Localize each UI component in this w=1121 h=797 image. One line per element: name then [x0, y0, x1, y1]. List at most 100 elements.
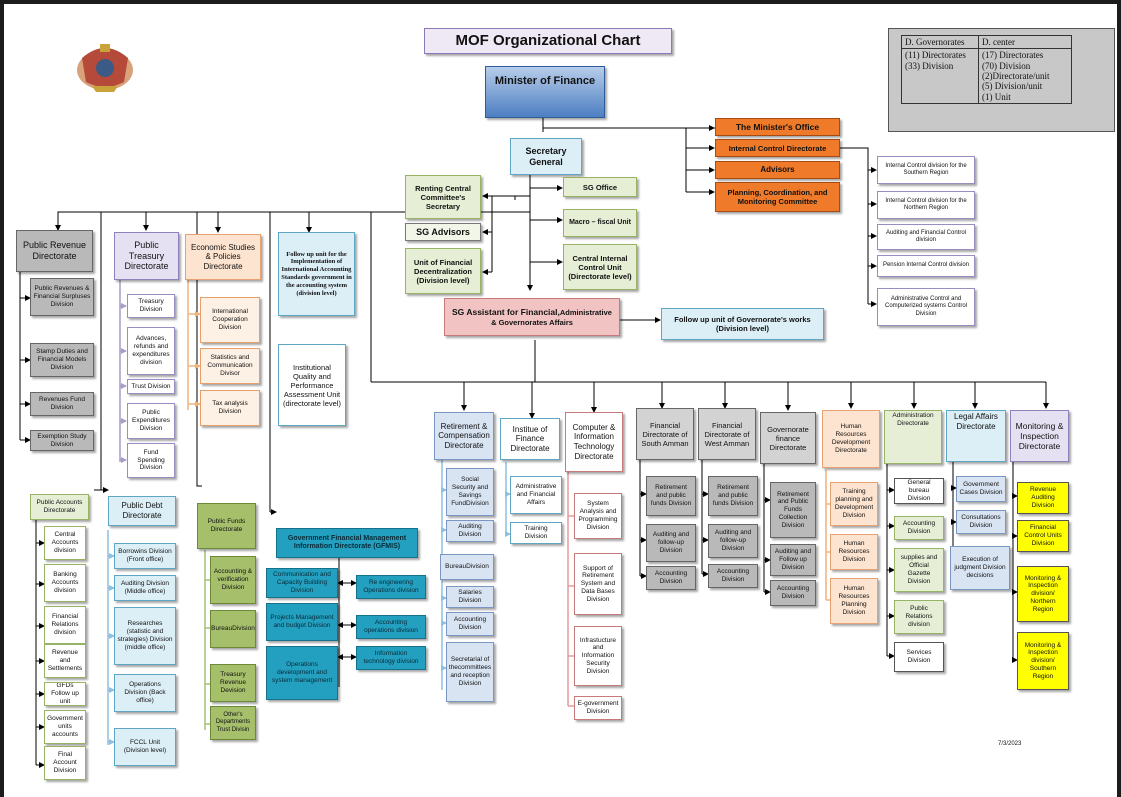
- node-legal: Legal Affairs Directorate: [946, 410, 1006, 462]
- node-internal-control: Internal Control Directorate: [715, 139, 840, 157]
- page-title: MOF Organizational Chart: [424, 28, 672, 54]
- node-if-training: Training Division: [510, 522, 562, 544]
- node-rc-secretarial: Secretarial of thecommittees and recepti…: [446, 642, 494, 702]
- legend-col2-header: D. center: [978, 34, 1072, 50]
- node-public-debt: Public Debt Directorate: [108, 496, 176, 526]
- node-renting-committee: Renting Central Committee's Secretary: [405, 175, 481, 219]
- node-rc-social: Social Security and Savings FundDivision: [446, 468, 494, 516]
- node-pension-control: Pension Internal Control division: [877, 255, 975, 277]
- jordan-emblem-icon: [77, 44, 133, 92]
- node-follow-up-ias: Follow up unit for the Implementation of…: [278, 232, 355, 316]
- node-pd-operations: Operations Division (Back office): [114, 674, 176, 712]
- node-pt-advances: Advances, refunds and expenditures divis…: [127, 327, 175, 375]
- node-ic-southern: Internal Control division for the Southe…: [877, 156, 975, 184]
- node-ministers-office: The Minister's Office: [715, 118, 840, 136]
- legend-line: (5) Division/unit: [982, 81, 1043, 92]
- node-gf-communication: Communication and Capacity Building Divi…: [266, 568, 338, 598]
- legend-line: (2)Directorate/unit: [982, 71, 1050, 82]
- node-mi-financial-control: Financial Control Units Division: [1017, 520, 1069, 552]
- node-la-cases: Government Cases Division: [956, 476, 1006, 502]
- node-pd-fccl: FCCL Unit (Division level): [114, 728, 176, 766]
- sg-assistant-text: Administrative: [559, 308, 612, 318]
- node-pr-stamp: Stamp Duties and Financial Models Divisi…: [30, 343, 94, 377]
- node-pt-treasury: Treasury Division: [127, 294, 175, 318]
- node-if-admin: Administrative and Financial Affairs: [510, 476, 562, 514]
- node-administration: Administration Directorate: [884, 410, 942, 464]
- node-pd-researches: Researches (statistic and strategies) Di…: [114, 607, 176, 665]
- node-admin-computerized-control: Administrative Control and Computerized …: [877, 288, 975, 326]
- node-sg-advisors: SG Advisors: [405, 223, 481, 241]
- node-pd-auditing: Auditing Division (Middle office): [114, 575, 176, 601]
- node-ic-northern: Internal Control division for the Northe…: [877, 191, 975, 219]
- node-public-revenue: Public Revenue Directorate: [16, 230, 93, 272]
- node-mi-southern: Monitoring & Inspection division/ Southe…: [1017, 632, 1069, 690]
- node-auditing-financial-control: Auditing and Financial Control division: [877, 224, 975, 250]
- chart-date: 7/3/2023: [998, 741, 1022, 747]
- node-rc-accounting: Accounting Division: [446, 612, 494, 636]
- node-pf-others: Other's Departments Trust Divisin: [210, 706, 256, 740]
- node-gv-accounting: Accounting Division: [770, 580, 816, 606]
- node-mi-revenue: Revenue Auditing Division: [1017, 482, 1069, 514]
- node-pt-trust: Trust Division: [127, 379, 175, 394]
- node-gf-accounting-ops: Accounting operations division: [356, 615, 426, 639]
- node-fw-retirement: Retirement and public funds Division: [708, 476, 758, 516]
- legend-box: D. Governorates D. center (11) Directora…: [888, 28, 1115, 132]
- node-hr: Human Resources Development Directorate: [822, 410, 880, 468]
- legend-table: D. Governorates D. center (11) Directora…: [901, 34, 1072, 105]
- node-fs-auditing: Auditing and follow-up Division: [646, 524, 696, 562]
- sg-assistant-line: SG Assistant for Financial,Administrativ…: [452, 307, 612, 317]
- node-pa-financial-relations: Financial Relations division: [44, 606, 86, 644]
- node-pa-revenue-settlements: Revenue and Settlements: [44, 644, 86, 678]
- node-gv-auditing: Auditing and Follow up Division: [770, 544, 816, 576]
- node-pa-gfds: GFDs Follow up unit: [44, 682, 86, 706]
- legend-col1-body: (11) Directorates (33) Division: [901, 48, 979, 105]
- node-gf-reengineering: Re engineering Operations division: [356, 575, 426, 599]
- node-sg-office: SG Office: [563, 177, 637, 197]
- node-ci-support: Support of Retirement System and Data Ba…: [574, 553, 622, 615]
- node-pf-treasury-revenue: Treasury Revenue Devision: [210, 664, 256, 702]
- node-advisors: Advisors: [715, 161, 840, 179]
- node-pt-fund-spending: Fund Spending Division: [127, 443, 175, 478]
- node-monitoring: Monitoring & Inspection Directorate: [1010, 410, 1069, 462]
- node-pa-banking: Banking Accounts division: [44, 564, 86, 602]
- node-gov-finance: Governorate finance Directorate: [760, 412, 816, 464]
- node-economic-studies: Economic Studies & Policies Directorate: [185, 234, 261, 280]
- legend-col1-header: D. Governorates: [901, 34, 979, 50]
- node-follow-up-governorate: Follow up unit of Governorate's works (D…: [661, 308, 824, 340]
- node-institute: Institue of Finance Directorate: [500, 418, 560, 460]
- node-es-statistics: Statistics and Communication Divisor: [200, 348, 260, 384]
- node-gfmis: Government Financial Management Informat…: [276, 528, 418, 558]
- node-hr-resources: Human Resources Division: [830, 534, 878, 570]
- node-pr-revenues-fund: Revenues Fund Division: [30, 392, 94, 416]
- node-la-consultations: Consultations Division: [956, 510, 1006, 534]
- node-retirement: Retirement & Compensation Directorate: [434, 412, 494, 460]
- node-ad-public-relations: Public Relations division: [894, 600, 944, 634]
- node-ci-system: System Analysis and Programming Division: [574, 493, 622, 539]
- node-public-treasury: Public Treasury Directorate: [114, 232, 179, 280]
- node-public-accounts: Public Accounts Directorate: [30, 494, 89, 520]
- legend-line: (17) Directorates: [982, 50, 1044, 61]
- node-ad-accounting: Accounting Division: [894, 516, 944, 540]
- node-ad-services: Services Division: [894, 642, 944, 672]
- legend-col2-body: (17) Directorates (70) Division (2)Direc…: [978, 48, 1072, 105]
- node-pa-final: Final Account Division: [44, 746, 86, 780]
- node-gv-retirement: Retirement and Public Funds Collection D…: [770, 482, 816, 538]
- node-gf-operations: Operations development and system manage…: [266, 646, 338, 700]
- sg-assistant-text: SG Assistant for Financial,: [452, 307, 560, 318]
- node-fiscal-decentralization: Unit of Financial Decentralization (Divi…: [405, 248, 481, 294]
- node-gf-info-tech: Information technology division: [356, 646, 426, 670]
- node-macro-fiscal: Macro – fiscal Unit: [563, 209, 637, 237]
- node-gf-projects: Projects Management and budget Division: [266, 603, 338, 641]
- node-fw-accounting: Accounting Division: [708, 564, 758, 588]
- node-ad-general-bureau: General bureau Division: [894, 478, 944, 504]
- node-rc-bureau: BureauDivision: [440, 554, 494, 580]
- node-minister: Minister of Finance: [485, 66, 605, 118]
- node-la-execution: Execution of judgment Division decisions: [950, 546, 1010, 590]
- node-planning: Planning, Coordination, and Monitoring C…: [715, 182, 840, 212]
- node-fs-accounting: Accounting Division: [646, 566, 696, 590]
- node-sg-assistant: SG Assistant for Financial,Administrativ…: [444, 298, 620, 336]
- node-pd-borrowing: Borrowins Division (Front office): [114, 543, 176, 569]
- node-institutional-quality: Institutional Quality and Performance As…: [278, 344, 346, 426]
